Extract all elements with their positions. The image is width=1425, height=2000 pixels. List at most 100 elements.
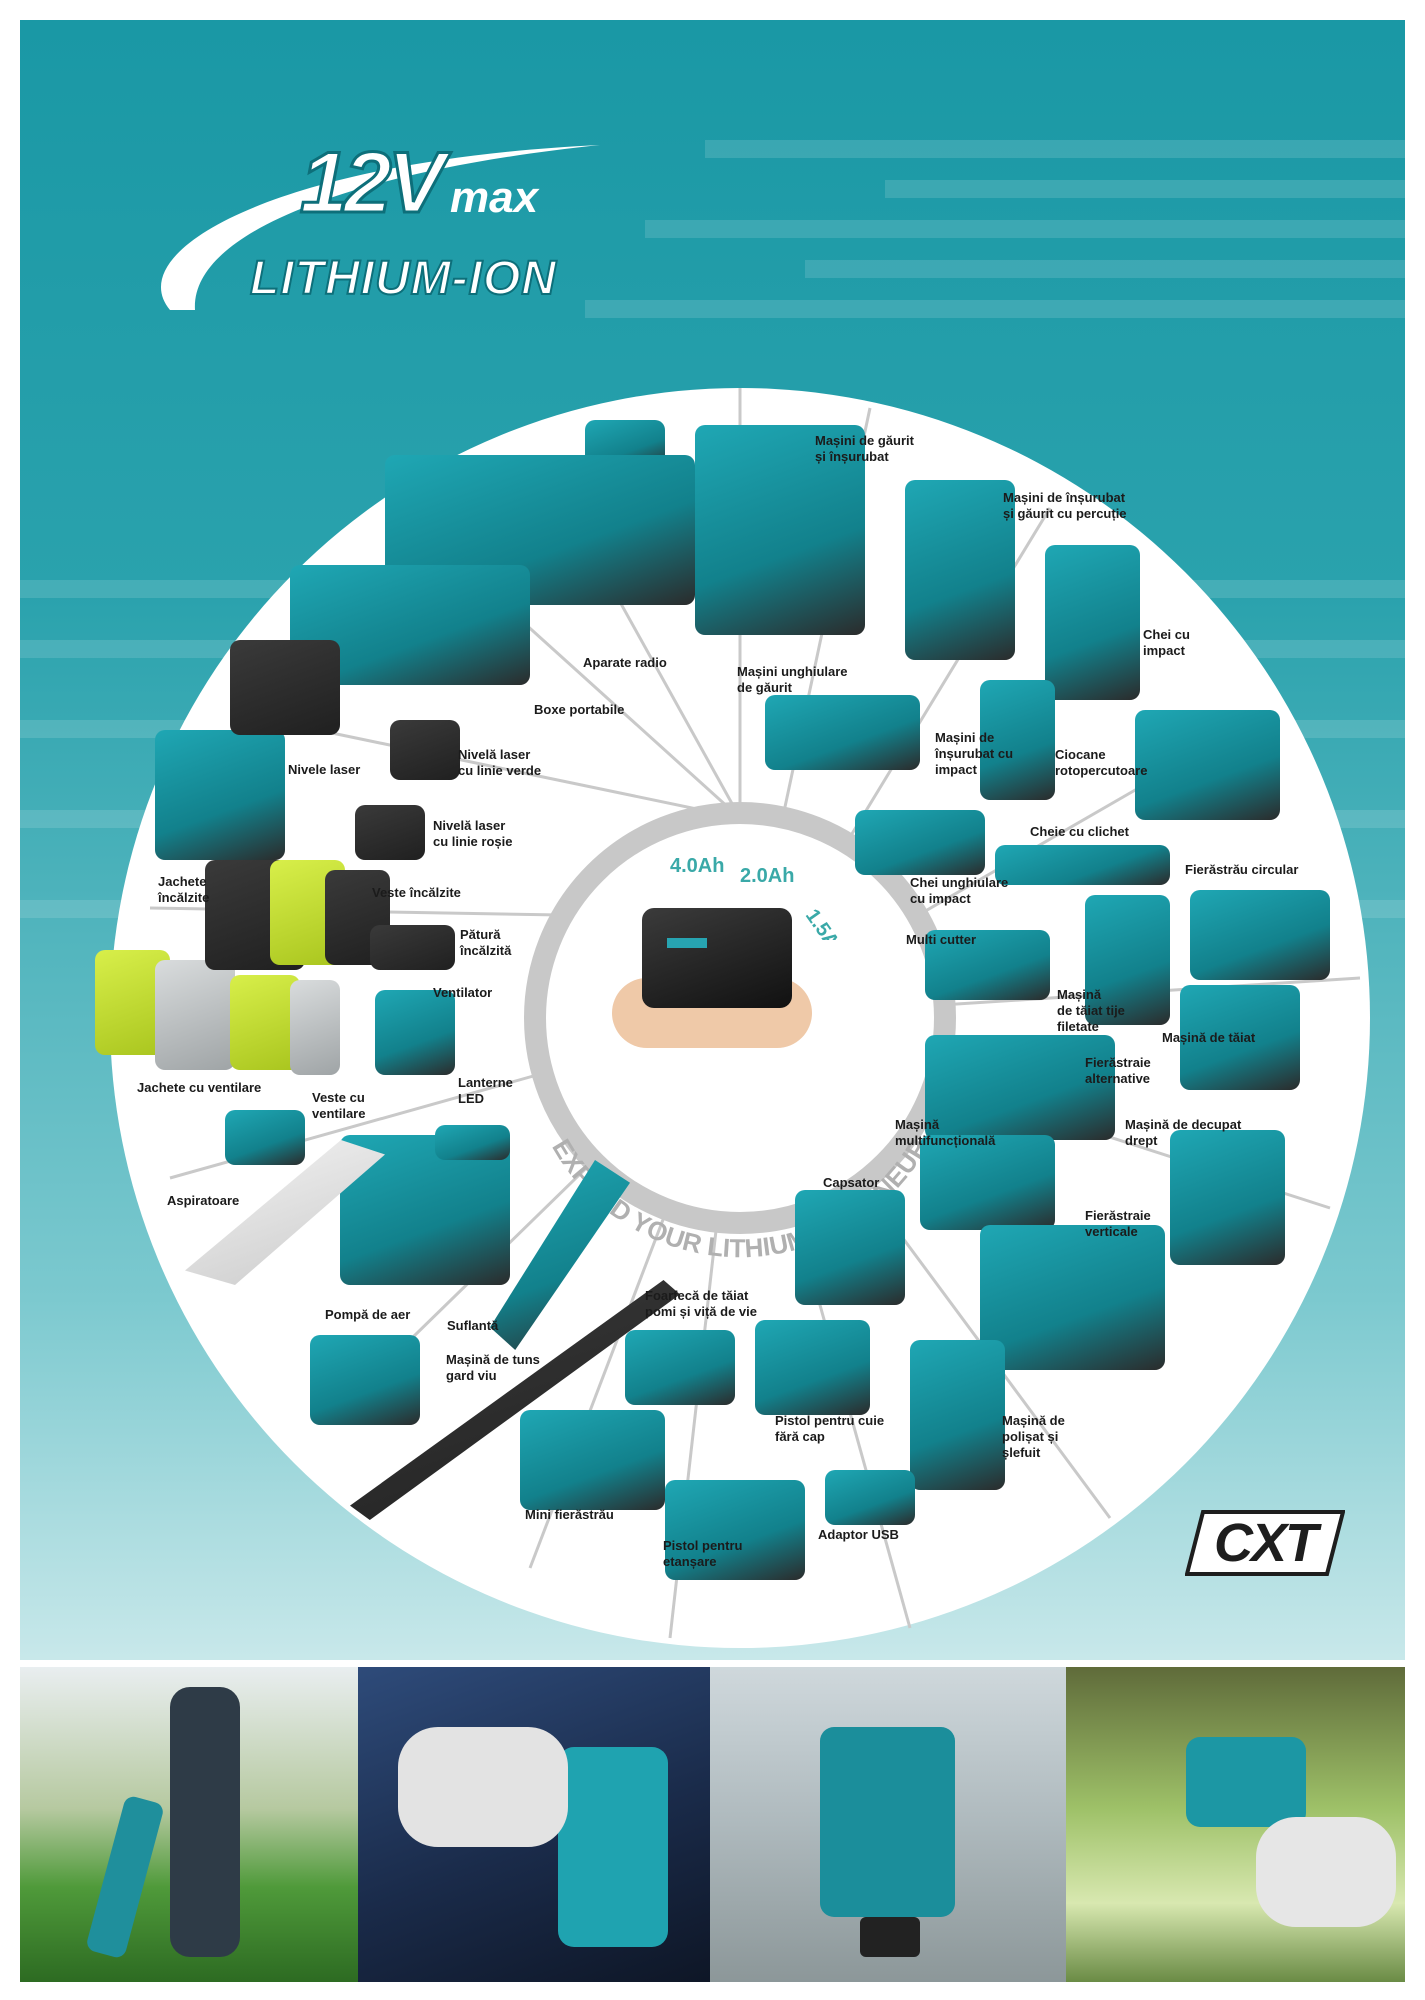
- swoosh-icon: [160, 145, 600, 310]
- label-jigsaws: Fierăstraie verticale: [1085, 1208, 1151, 1239]
- label-impact-drivers: Mașini de înșurubat cu impact: [935, 730, 1014, 777]
- person-figure: [170, 1687, 240, 1957]
- capacity-2ah: 2.0Ah: [740, 865, 794, 887]
- rotary-hammers-image: [1135, 710, 1280, 820]
- cxt-badge-frame-icon: [1185, 1510, 1345, 1576]
- stripe: [585, 300, 1405, 318]
- green-laser-image: [390, 720, 460, 780]
- label-radios: Aparate radio: [583, 655, 667, 670]
- capacity-labels: 4.0Ah 2.0Ah 1.5Ah: [670, 855, 850, 940]
- battery-icon: [642, 908, 792, 1008]
- label-laser-levels: Nivele laser: [288, 762, 361, 777]
- impact-driver-image: [980, 680, 1055, 800]
- label-ratchet: Cheie cu clichet: [1030, 824, 1129, 839]
- label-heated-vests: Veste încălzite: [372, 885, 461, 900]
- battery-in-hand: [612, 908, 822, 1048]
- air-pump-image: [310, 1335, 420, 1425]
- blower-photo: [20, 1667, 358, 1982]
- vacuum-small-image: [225, 1110, 305, 1165]
- label-air-pump: Pompă de aer: [325, 1307, 411, 1322]
- polisher-image: [910, 1340, 1005, 1490]
- led-small-image: [435, 1125, 510, 1160]
- pruning-shears-image: [625, 1330, 735, 1405]
- impact-tool: [558, 1747, 668, 1947]
- label-hedge-trimmer: Mașină de tuns gard viu: [446, 1352, 540, 1383]
- red-laser-image: [355, 805, 425, 860]
- laser-level-device: [820, 1727, 955, 1917]
- logo-voltage: 12V: [298, 135, 446, 231]
- label-multitool: Mașină multifuncțională: [895, 1117, 996, 1148]
- reciprocating-saws-image: [925, 1035, 1115, 1140]
- angle-impact-image: [855, 810, 985, 875]
- circular-saw-image: [1190, 890, 1330, 980]
- label-blower: Suflantă: [447, 1318, 499, 1333]
- label-rod-cutter: Mașină de tăiat tije filetate: [1057, 987, 1125, 1034]
- label-stapler: Capsator: [823, 1175, 880, 1190]
- cxt-badge: CXT: [1185, 1508, 1345, 1578]
- label-heated-jackets: Jachete încălzite: [158, 874, 210, 905]
- stripe: [805, 260, 1405, 278]
- label-rotary-hammers: Ciocane rotopercutoare: [1055, 747, 1148, 778]
- label-heated-blanket: Pătură încălzită: [460, 927, 512, 958]
- label-vented-jackets: Jachete cu ventilare: [137, 1080, 262, 1095]
- logo-chemistry: LITHIUM-ION: [249, 252, 557, 305]
- glove: [398, 1727, 568, 1847]
- glove: [1256, 1817, 1396, 1927]
- label-red-laser: Nivelă laser cu linie roșie: [433, 818, 513, 849]
- caulk-gun-image: [665, 1480, 805, 1580]
- cutter-image: [1180, 985, 1300, 1090]
- label-angle-drills: Mașini unghiulare de găurit: [737, 664, 848, 695]
- label-vented-vests: Veste cu ventilare: [312, 1090, 366, 1121]
- laser-levels-dark-image: [230, 640, 340, 735]
- impact-wrench-photo: [358, 1667, 710, 1982]
- stapler-image: [795, 1190, 905, 1305]
- 12v-max-logo: 12V max LITHIUM-ION: [100, 120, 620, 340]
- usb-adapter-image: [825, 1470, 915, 1525]
- label-circular-saw: Fierăstrău circular: [1185, 862, 1299, 877]
- laser-base: [860, 1917, 920, 1957]
- stripe: [645, 220, 1405, 238]
- label-led-lights: Lanterne LED: [458, 1075, 513, 1106]
- pruning-shears-photo: [1066, 1667, 1405, 1982]
- label-pruning-shears: Foarfecă de tăiat pomi și viță de vie: [645, 1288, 757, 1319]
- jigsaws-image: [980, 1225, 1165, 1370]
- battery-stripe: [667, 938, 707, 948]
- label-usb-adapter: Adaptor USB: [818, 1527, 899, 1542]
- label-multi-cutter: Multi cutter: [906, 932, 977, 947]
- label-impact-wrenches: Chei cu impact: [1143, 627, 1190, 658]
- heated-blanket-image: [370, 925, 455, 970]
- shears-tool: [1186, 1737, 1306, 1827]
- label-green-laser: Nivelă laser cu linie verde: [458, 747, 542, 778]
- fan-image: [375, 990, 455, 1075]
- drill-drivers-image: [695, 425, 865, 635]
- label-polisher: Mașină de polișat și șlefuit: [1002, 1413, 1065, 1460]
- rod-cutter-image: [1085, 895, 1170, 1025]
- vented-vest-image: [230, 975, 300, 1070]
- angle-drills-image: [765, 695, 920, 770]
- label-caulk-gun: Pistol pentru etanșare: [663, 1538, 743, 1569]
- stripe: [885, 180, 1405, 198]
- label-angle-impact: Chei unghiulare cu impact: [910, 875, 1009, 906]
- label-mini-saw: Mini fierăstrău: [525, 1507, 614, 1522]
- impact-wrenches-image: [1045, 545, 1140, 700]
- label-fan: Ventilator: [433, 985, 493, 1000]
- laser-levels-image: [155, 730, 285, 860]
- label-shear: Mașină de decupat drept: [1125, 1117, 1242, 1148]
- cxt-badge-text: CXT: [1214, 1513, 1318, 1573]
- logo-max: max: [450, 173, 539, 222]
- vented-jacket-grey-image: [155, 960, 235, 1070]
- hammer-drills-image: [905, 480, 1015, 660]
- brad-nailer-image: [755, 1320, 870, 1415]
- label-vacuums: Aspiratoare: [167, 1193, 240, 1208]
- capacity-4ah: 4.0Ah: [670, 855, 724, 877]
- vented-vest-grey-image: [290, 980, 340, 1075]
- label-drill-drivers: Mașini de găurit și înșurubat: [815, 433, 914, 464]
- label-brad-nailer: Pistol pentru cuie fără cap: [775, 1413, 885, 1444]
- shear-image: [1170, 1130, 1285, 1265]
- laser-level-photo: [710, 1667, 1066, 1982]
- multi-cutter-image: [925, 930, 1050, 1000]
- label-hammer-drills: Mașini de înșurubat și găurit cu percuți…: [1003, 490, 1127, 521]
- ratchet-image: [995, 845, 1170, 885]
- mini-saw-image: [520, 1410, 665, 1510]
